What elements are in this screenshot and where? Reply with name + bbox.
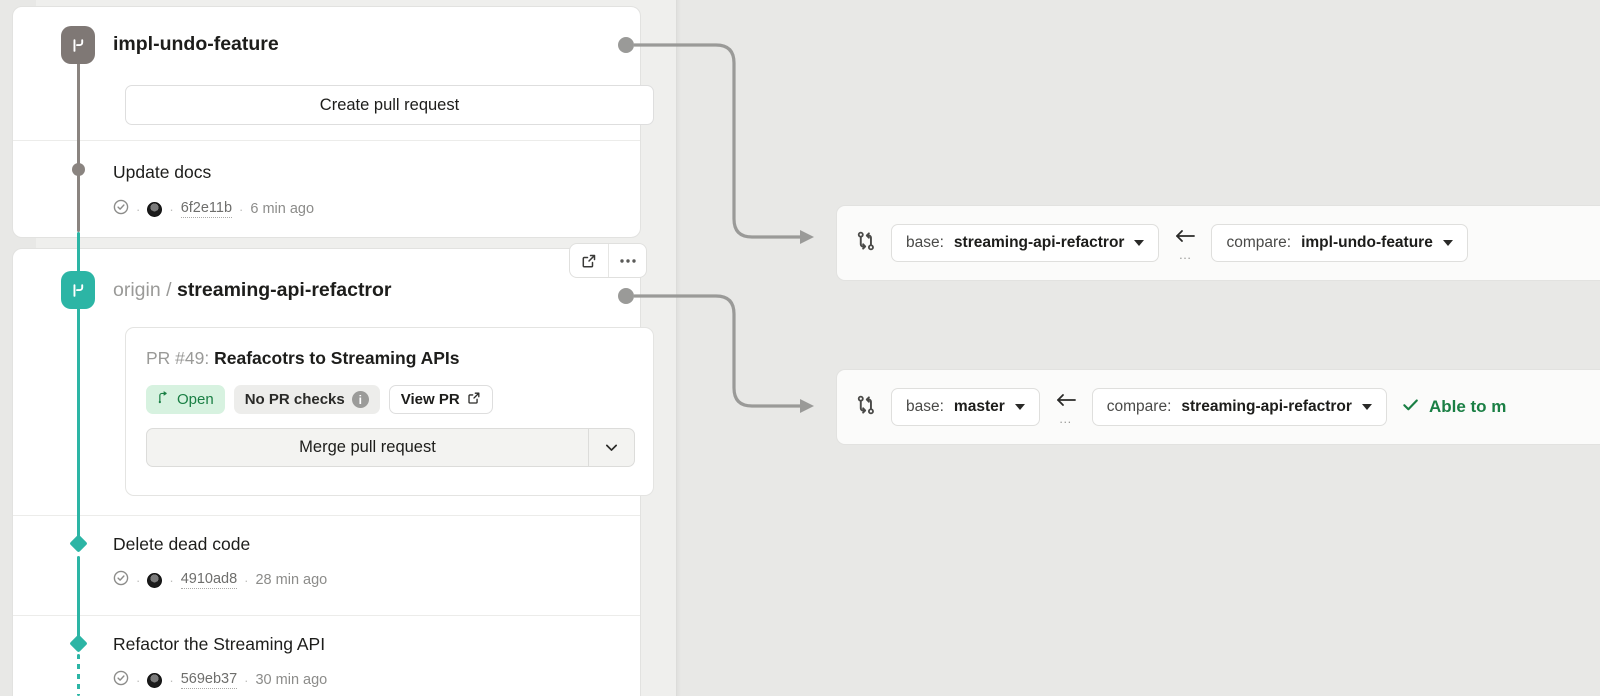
commit-meta: · · 4910ad8 · 28 min ago [113, 570, 327, 590]
view-pr-label: View PR [400, 391, 460, 408]
branch-icon [61, 26, 95, 64]
commit-sha-link[interactable]: 4910ad8 [180, 571, 238, 589]
base-branch-select[interactable]: base: master [891, 388, 1040, 426]
pane-divider [677, 0, 681, 696]
commit-meta: · · 569eb37 · 30 min ago [113, 670, 327, 690]
ellipsis-icon: … [1058, 410, 1073, 426]
check-circle-icon [113, 199, 129, 219]
compare-value: impl-undo-feature [1301, 234, 1433, 251]
meta-separator: · [136, 201, 141, 217]
pr-state-badge: Open [146, 385, 225, 414]
compare-prefix: compare: [1106, 398, 1172, 415]
chevron-down-icon [1442, 240, 1453, 246]
commit-sha-link[interactable]: 569eb37 [180, 671, 238, 689]
branch-name-text: streaming-api-refactror [176, 279, 392, 301]
compare-bar-1: base: streaming-api-refactror … compare:… [836, 205, 1600, 281]
direction-indicator: … [1054, 392, 1078, 426]
branch-origin-slash: / [166, 279, 172, 301]
git-compare-icon [855, 230, 877, 257]
direction-indicator: … [1173, 228, 1197, 262]
commit-timestamp: 6 min ago [250, 201, 315, 217]
avatar [147, 572, 163, 588]
pr-state-label: Open [177, 391, 214, 408]
row-divider [13, 615, 640, 616]
branch-name-impl-undo-feature: impl-undo-feature [113, 33, 279, 55]
branch-card-streaming-api-refactror: origin / streaming-api-refactror PR #49:… [12, 248, 654, 696]
view-pr-button[interactable]: View PR [388, 385, 493, 414]
merge-pull-request-button[interactable]: Merge pull request [147, 429, 589, 466]
row-divider [13, 140, 640, 141]
merge-status-label: Able to m [1428, 397, 1507, 416]
timeline-rail [77, 296, 80, 550]
external-link-icon[interactable] [570, 244, 608, 277]
base-value: streaming-api-refactror [953, 234, 1125, 251]
commit-meta: · · 6f2e11b · 6 min ago [113, 199, 314, 219]
create-pull-request-button[interactable]: Create pull request [125, 85, 654, 125]
commit-timestamp: 30 min ago [255, 672, 328, 688]
branch-icon [61, 271, 95, 309]
external-link-icon [467, 391, 481, 409]
chevron-down-icon[interactable] [589, 429, 634, 466]
branch-origin-prefix: origin [113, 279, 161, 301]
compare-pane [677, 0, 1600, 696]
compare-branch-select[interactable]: compare: impl-undo-feature [1211, 224, 1468, 262]
compare-prefix: compare: [1226, 234, 1292, 251]
timeline-rail [77, 62, 80, 232]
ellipsis-icon: … [1178, 246, 1193, 262]
compare-branch-select[interactable]: compare: streaming-api-refactror [1091, 388, 1387, 426]
meta-separator: · [244, 572, 249, 588]
branch-name-streaming-api-refactror: origin / streaming-api-refactror [113, 279, 392, 302]
timeline-rail [77, 556, 80, 648]
pr-checks-badge: No PR checks i [233, 385, 380, 414]
timeline-rail-dotted [77, 654, 80, 696]
pull-request-card: PR #49: Reafacotrs to Streaming APIs Ope… [125, 327, 654, 496]
compare-bar-2: base: master … compare: streaming-api-re… [836, 369, 1600, 445]
pull-request-icon [157, 391, 170, 408]
row-divider [13, 515, 640, 516]
check-circle-icon [113, 570, 129, 590]
commit-sha-link[interactable]: 6f2e11b [180, 200, 233, 218]
pr-heading: PR #49: Reafacotrs to Streaming APIs [146, 348, 460, 369]
meta-separator: · [169, 572, 174, 588]
arrow-left-icon [1054, 392, 1078, 413]
arrow-left-icon [1173, 228, 1197, 249]
pr-number: PR #49: [146, 348, 210, 368]
info-icon[interactable]: i [351, 391, 369, 408]
base-branch-select[interactable]: base: streaming-api-refactror [891, 224, 1160, 262]
chevron-down-icon [1014, 404, 1025, 410]
merge-pull-request-split-button: Merge pull request [146, 428, 635, 467]
avatar [147, 672, 163, 688]
meta-separator: · [169, 672, 174, 688]
merge-status: Able to m [1401, 395, 1506, 419]
base-prefix: base: [906, 398, 944, 415]
meta-separator: · [169, 201, 174, 217]
chevron-down-icon [1134, 240, 1145, 246]
timeline-rail [77, 232, 80, 274]
commit-node [72, 163, 85, 176]
meta-separator: · [244, 672, 249, 688]
avatar [147, 201, 163, 217]
meta-separator: · [136, 672, 141, 688]
pr-status-row: Open No PR checks i View PR [146, 385, 493, 414]
compare-value: streaming-api-refactror [1181, 398, 1352, 415]
pr-checks-label: No PR checks [244, 391, 345, 408]
check-circle-icon [113, 670, 129, 690]
chevron-down-icon [1361, 404, 1372, 410]
commit-title: Delete dead code [113, 534, 251, 554]
git-compare-icon [855, 394, 877, 421]
check-icon [1401, 395, 1420, 419]
branch-card-impl-undo-feature: Create pull request impl-undo-feature Up… [12, 6, 654, 238]
meta-separator: · [239, 201, 244, 217]
base-value: master [953, 398, 1005, 415]
branch-card-actions [569, 243, 647, 278]
commit-timestamp: 28 min ago [255, 572, 328, 588]
ellipsis-icon[interactable] [608, 244, 646, 277]
pr-title: Reafacotrs to Streaming APIs [214, 348, 460, 368]
meta-separator: · [136, 572, 141, 588]
commit-title: Refactor the Streaming API [113, 634, 326, 654]
commit-title: Update docs [113, 162, 212, 182]
base-prefix: base: [906, 234, 944, 251]
